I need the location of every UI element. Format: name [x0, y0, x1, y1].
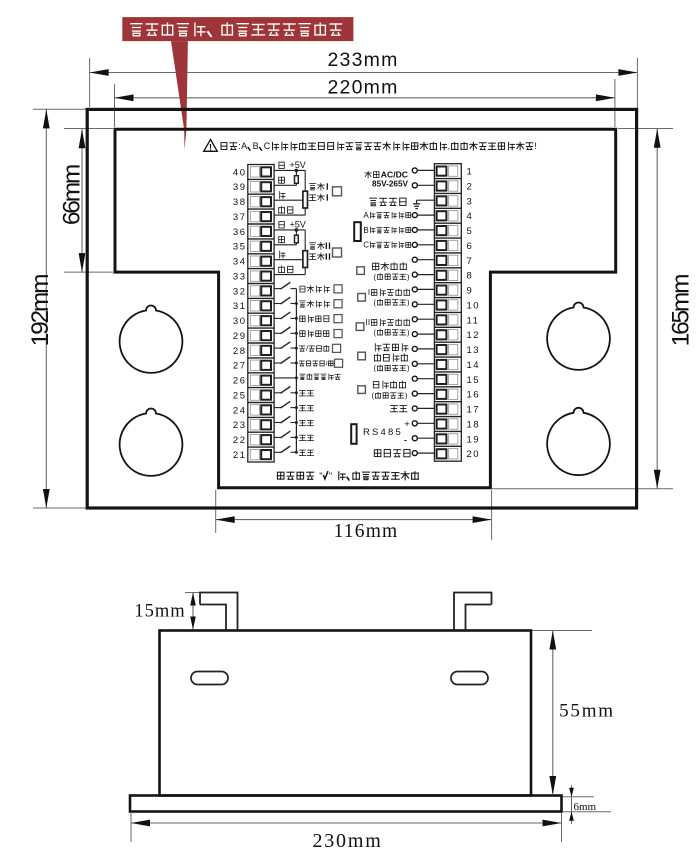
svg-text:10: 10 — [467, 300, 481, 311]
svg-text:32: 32 — [233, 286, 247, 297]
svg-text:220mm: 220mm — [327, 77, 398, 99]
svg-text:28: 28 — [233, 346, 247, 357]
svg-text:34: 34 — [233, 257, 247, 268]
svg-text:29: 29 — [233, 331, 247, 342]
svg-text:8: 8 — [467, 271, 474, 282]
svg-text:7: 7 — [467, 256, 474, 267]
svg-text:C: C — [264, 141, 271, 151]
svg-text:116mm: 116mm — [334, 521, 399, 542]
svg-text:1: 1 — [467, 167, 474, 178]
svg-text:+5V: +5V — [290, 160, 306, 170]
svg-text:+5V: +5V — [290, 220, 306, 230]
svg-text:13: 13 — [467, 345, 481, 356]
svg-text:-: - — [404, 434, 408, 446]
svg-text:!: ! — [209, 143, 212, 153]
svg-text:33: 33 — [233, 272, 247, 283]
svg-text:!: ! — [534, 141, 537, 151]
svg-text:AC/DC: AC/DC — [381, 170, 408, 180]
svg-text:/: / — [326, 361, 328, 368]
svg-text:": " — [319, 471, 322, 482]
svg-text:26: 26 — [233, 376, 247, 387]
svg-text:6mm: 6mm — [574, 801, 597, 813]
svg-text:36: 36 — [233, 227, 247, 238]
svg-text:12: 12 — [467, 330, 481, 341]
svg-text:+: + — [404, 419, 410, 430]
svg-text:19: 19 — [467, 434, 481, 445]
svg-text:192mm: 192mm — [27, 275, 54, 346]
svg-text:40: 40 — [233, 167, 247, 178]
svg-text:18: 18 — [467, 419, 481, 430]
svg-text:31: 31 — [233, 301, 247, 312]
svg-text:25: 25 — [233, 391, 247, 402]
svg-text:39: 39 — [233, 182, 247, 193]
svg-text:A: A — [363, 211, 369, 220]
svg-text:20: 20 — [467, 449, 481, 460]
svg-text:27: 27 — [233, 361, 247, 372]
svg-text:37: 37 — [233, 212, 247, 223]
svg-text:11: 11 — [467, 315, 480, 326]
svg-text:,: , — [448, 141, 451, 151]
svg-text:4: 4 — [467, 211, 474, 222]
svg-text:6: 6 — [467, 241, 474, 252]
svg-text:66mm: 66mm — [59, 165, 86, 225]
svg-text:22: 22 — [233, 435, 247, 446]
svg-text:2: 2 — [467, 181, 474, 192]
svg-text:16: 16 — [467, 390, 481, 401]
svg-text:5: 5 — [467, 226, 474, 237]
svg-text:24: 24 — [233, 405, 247, 416]
svg-text:I: I — [368, 288, 370, 297]
svg-text:B: B — [363, 226, 368, 235]
svg-text:35: 35 — [233, 242, 247, 253]
svg-text:55mm: 55mm — [559, 701, 615, 722]
svg-text:230mm: 230mm — [312, 830, 382, 852]
svg-text:85V-265V: 85V-265V — [372, 180, 409, 189]
svg-text:21: 21 — [233, 450, 247, 461]
svg-text:B: B — [253, 141, 259, 151]
svg-text:15: 15 — [467, 375, 481, 386]
svg-text:RS485: RS485 — [363, 427, 403, 438]
svg-text:15mm: 15mm — [134, 602, 185, 622]
svg-text:3: 3 — [467, 196, 474, 207]
svg-text:23: 23 — [233, 420, 247, 431]
svg-text:C: C — [363, 241, 369, 250]
svg-text:165mm: 165mm — [668, 275, 695, 346]
svg-text:14: 14 — [467, 360, 481, 371]
svg-text:": " — [329, 471, 332, 482]
svg-text:38: 38 — [233, 197, 247, 208]
svg-text:17: 17 — [467, 405, 481, 416]
svg-text:30: 30 — [233, 316, 247, 327]
svg-text:233mm: 233mm — [327, 49, 398, 71]
svg-text:9: 9 — [467, 286, 474, 297]
svg-text:I: I — [368, 318, 370, 327]
svg-text:A: A — [241, 141, 247, 151]
